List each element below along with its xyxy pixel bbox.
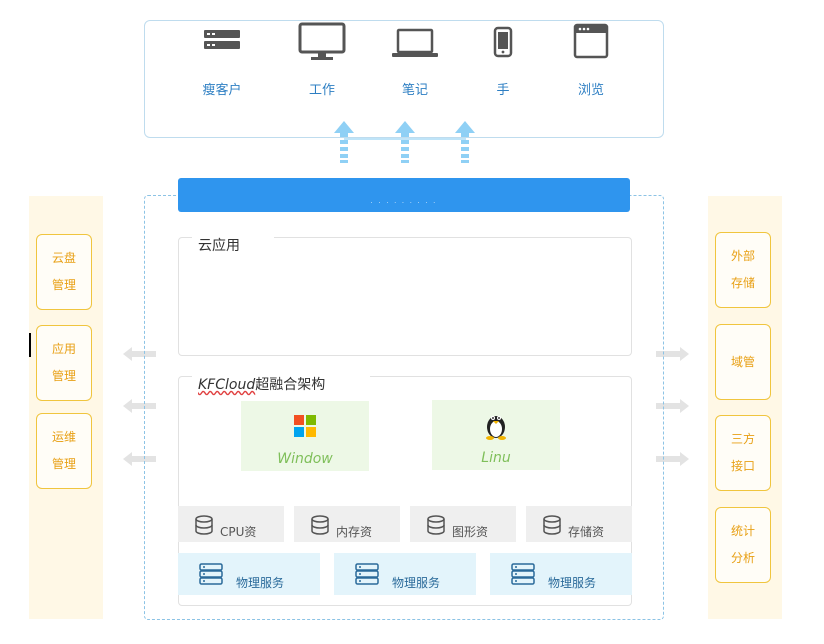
box-text: 存储 [730, 276, 755, 290]
hci-title-brand: KFCloud [198, 377, 256, 393]
physical-server-label: 物理服务 [236, 576, 285, 590]
browser-window-icon [573, 23, 609, 59]
resource-label: CPU资 [220, 525, 257, 539]
right-box-domain: 域管 [715, 324, 771, 400]
resource-label: 存储资 [568, 525, 605, 539]
physical-server-2: 物理服务 [334, 553, 476, 595]
left-box-ops: 运维管理 [36, 413, 92, 489]
device-label: 工作 [308, 83, 335, 98]
device-label: 瘦客户 [202, 83, 242, 98]
right-arrow-icon [656, 399, 689, 413]
box-text: 管理 [51, 278, 76, 292]
cloud-app-title: 云应用 [198, 238, 240, 254]
access-connector [344, 138, 466, 140]
up-arrow-icon [395, 121, 415, 163]
laptop-icon [392, 28, 438, 57]
right-extension-panel: 外部存储 域管 三方接口 统计分析 [708, 196, 782, 619]
right-box-third-party: 三方接口 [715, 415, 771, 491]
resource-pool-memory: 内存资 [294, 506, 400, 542]
box-text: 分析 [730, 551, 755, 565]
resource-label: 图形资 [452, 525, 489, 539]
left-arrow-icon [123, 347, 156, 361]
box-text: 管理 [51, 369, 76, 383]
os-label: Window [277, 451, 333, 467]
server-rack-icon [511, 563, 535, 585]
box-text: 接口 [730, 459, 755, 473]
database-icon [311, 515, 329, 535]
platform-header-bar: . . . . . . . . . [178, 178, 630, 212]
right-box-external-storage: 外部存储 [715, 232, 771, 308]
box-text: 统计 [730, 524, 755, 538]
thin-client-icon [204, 30, 240, 49]
os-label: Linu [481, 450, 511, 466]
device-label: 浏览 [577, 83, 604, 98]
box-text: 应用 [51, 342, 76, 356]
device-phone: 手 [458, 0, 548, 98]
cloud-app-box [178, 237, 632, 356]
box-text: 云盘 [51, 251, 76, 265]
server-rack-icon [199, 563, 223, 585]
os-box-windows: Window [241, 401, 369, 471]
hci-title-bg: KFCloud超融合架构 [192, 372, 370, 394]
device-workstation: 工作 [277, 0, 367, 98]
linux-penguin-icon [486, 416, 506, 440]
physical-server-label: 物理服务 [548, 576, 597, 590]
physical-server-3: 物理服务 [490, 553, 632, 595]
physical-server-label: 物理服务 [392, 576, 441, 590]
right-arrow-icon [656, 452, 689, 466]
resource-label: 内存资 [336, 525, 373, 539]
database-icon [195, 515, 213, 535]
left-arrow-icon [123, 452, 156, 466]
physical-server-1: 物理服务 [178, 553, 320, 595]
cloud-app-title-bg: 云应用 [192, 235, 274, 255]
resource-pool-storage: 存储资 [526, 506, 632, 542]
server-rack-icon [355, 563, 379, 585]
device-thin-client: 瘦客户 [177, 0, 267, 98]
text-cursor [29, 333, 31, 357]
endpoint-devices-panel [144, 20, 664, 138]
left-box-app: 应用管理 [36, 325, 92, 401]
box-text: 域管 [730, 354, 755, 369]
up-arrow-icon [334, 121, 354, 163]
hci-title-text: 超融合架构 [255, 377, 326, 393]
up-arrow-icon [455, 121, 475, 163]
database-icon [543, 515, 561, 535]
phone-icon [493, 26, 513, 58]
left-management-panel: 云盘管理 应用管理 运维管理 [29, 196, 103, 619]
device-laptop: 笔记 [370, 0, 460, 98]
resource-pool-cpu: CPU资 [178, 506, 284, 542]
desktop-monitor-icon [298, 22, 346, 60]
device-browser: 浏览 [546, 0, 636, 98]
left-box-cloud-disk: 云盘管理 [36, 234, 92, 310]
left-arrow-icon [123, 399, 156, 413]
right-box-statistics: 统计分析 [715, 507, 771, 583]
os-box-linux: Linu [432, 400, 560, 470]
box-text: 运维 [51, 430, 76, 444]
hci-architecture-box [178, 376, 632, 606]
resource-pool-graphics: 图形资 [410, 506, 516, 542]
windows-logo-icon [294, 415, 316, 437]
box-text: 三方 [730, 432, 755, 446]
box-text: 外部 [730, 249, 755, 263]
device-label: 手 [496, 83, 510, 98]
device-label: 笔记 [401, 83, 428, 98]
hci-title: KFCloud超融合架构 [198, 374, 325, 394]
box-text: 管理 [51, 457, 76, 471]
right-arrow-icon [656, 347, 689, 361]
database-icon [427, 515, 445, 535]
